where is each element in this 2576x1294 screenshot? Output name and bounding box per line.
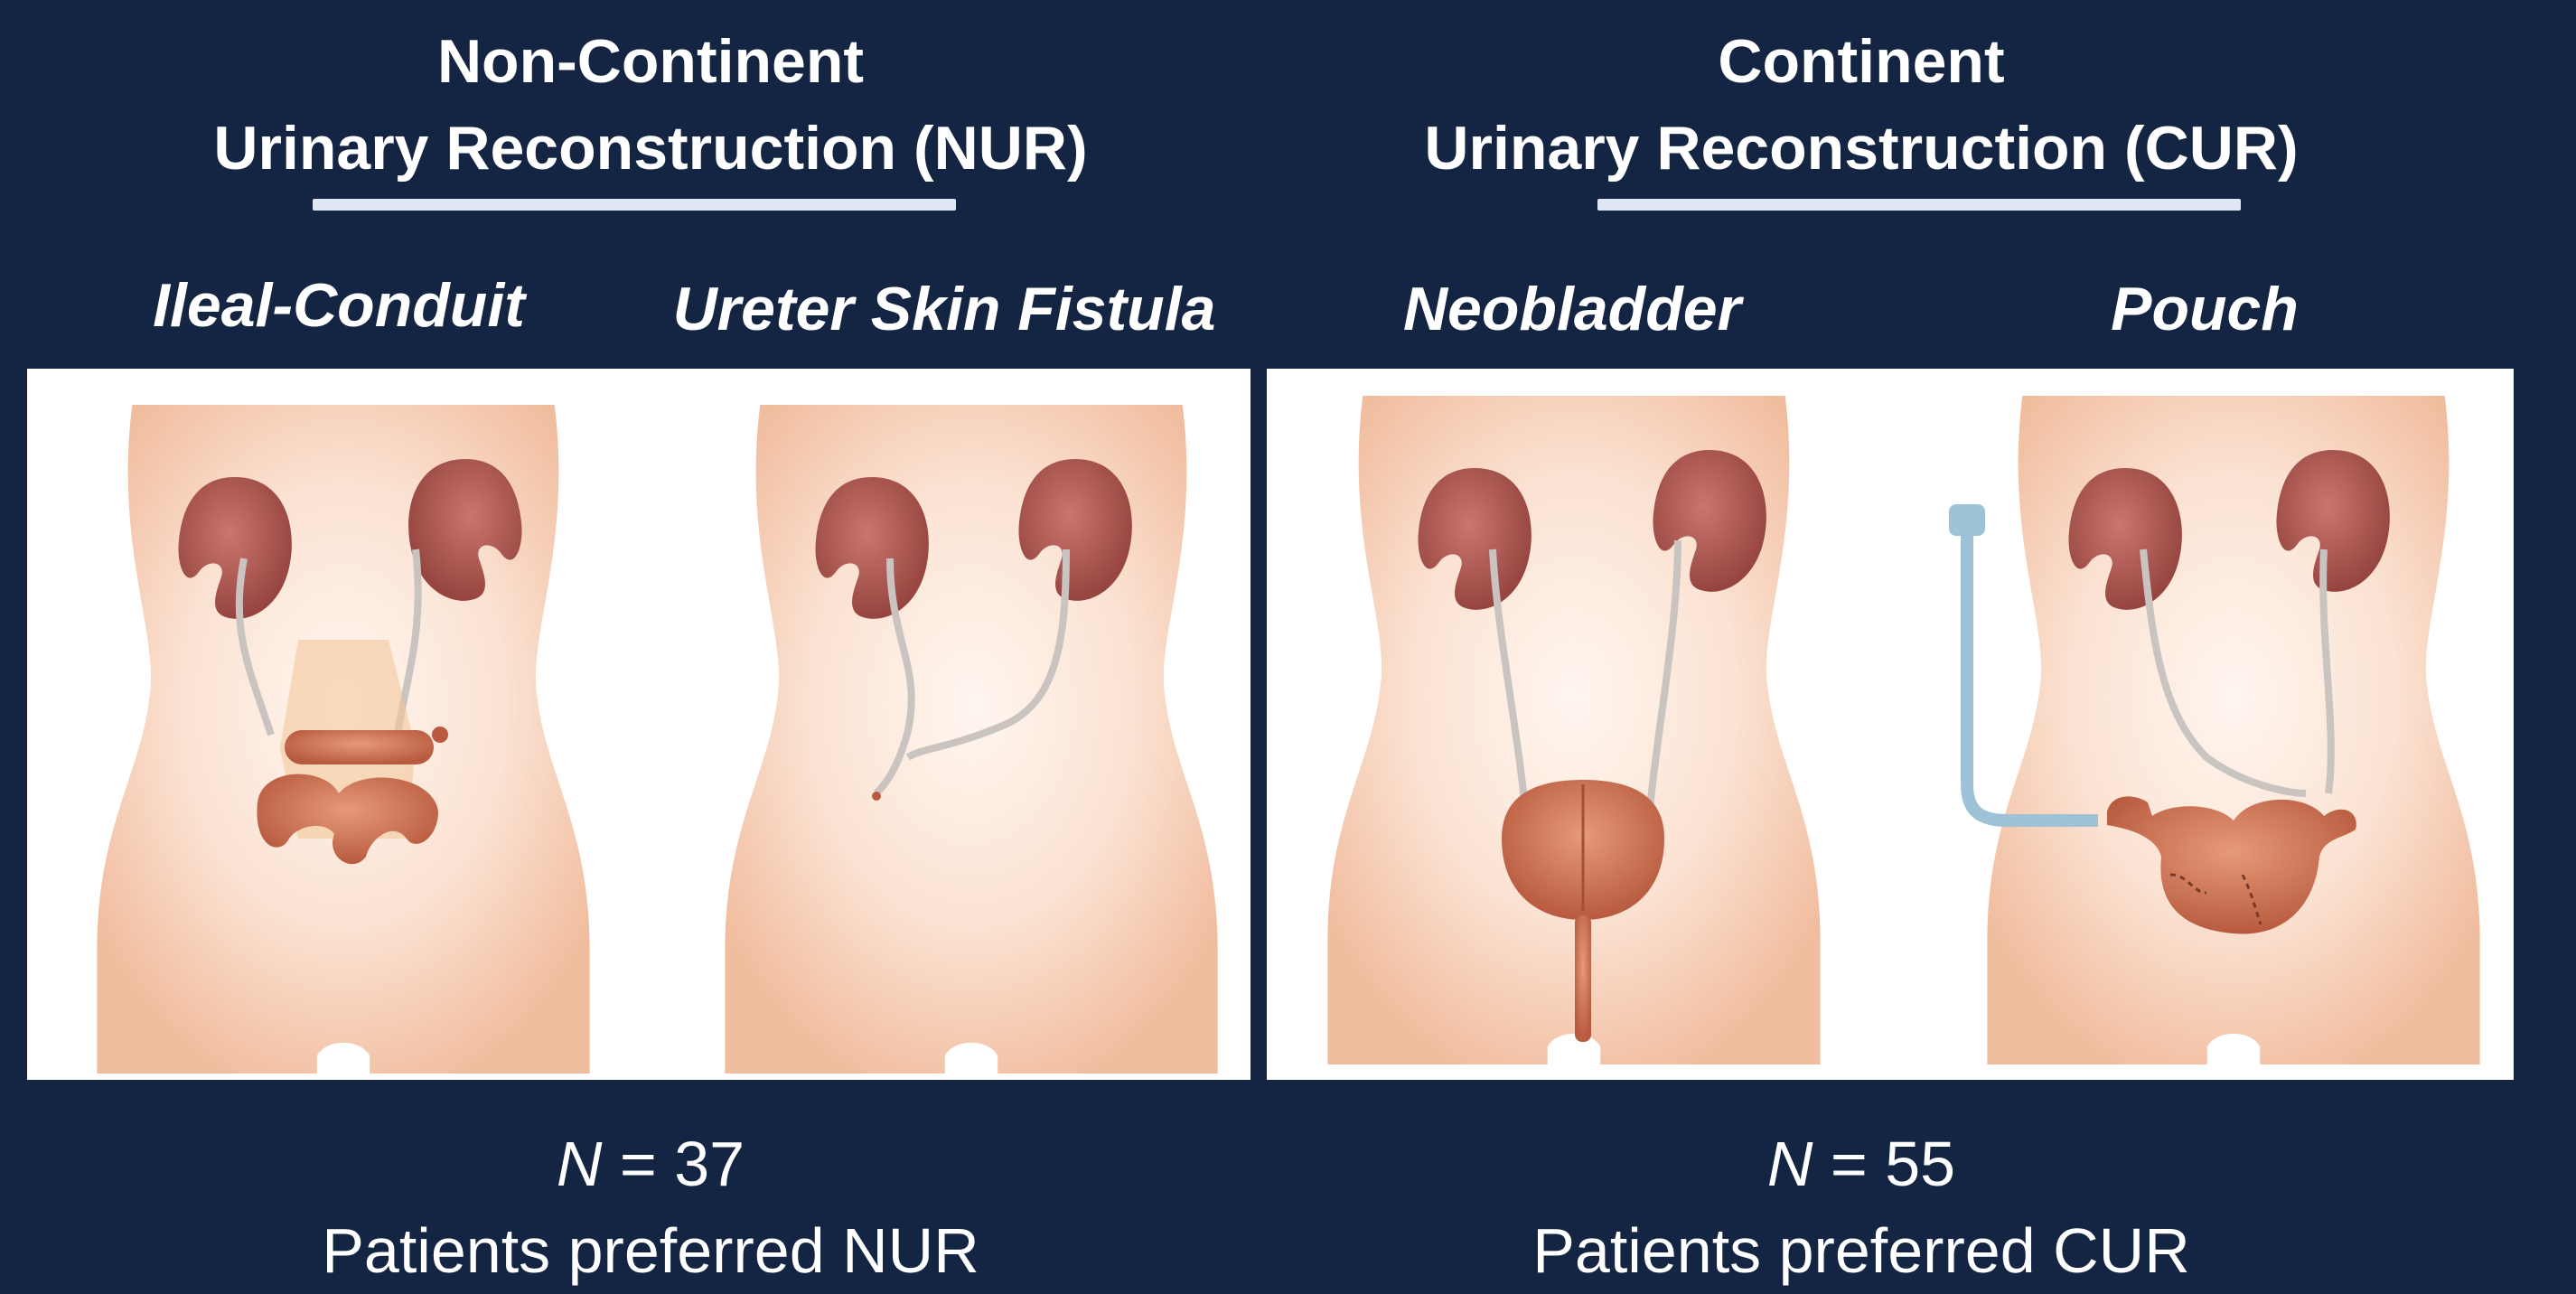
ileal-conduit-illustration: [97, 405, 589, 1074]
nur-n-label: N: [557, 1129, 603, 1199]
right-group-title: Continent Urinary Reconstruction (CUR): [1301, 18, 2421, 192]
right-title-underline: [1597, 199, 2241, 211]
procedure-label-neobladder: Neobladder: [1346, 273, 1798, 345]
nur-result: N = 37 Patients preferred NUR: [90, 1121, 1211, 1294]
left-group-title: Non-Continent Urinary Reconstruction (NU…: [90, 18, 1211, 192]
cur-illustration: [1267, 369, 2514, 1080]
nur-illustration-panel: [27, 369, 1251, 1080]
procedure-label-pouch: Pouch: [2024, 273, 2385, 345]
left-title-line2: Urinary Reconstruction (NUR): [90, 105, 1211, 192]
cur-count: N = 55: [1301, 1121, 2421, 1207]
cur-caption: Patients preferred CUR: [1301, 1207, 2421, 1294]
left-title-underline: [313, 199, 956, 211]
procedure-label-ureter-skin-fistula: Ureter Skin Fistula: [651, 273, 1238, 345]
right-title-line2: Urinary Reconstruction (CUR): [1301, 105, 2421, 192]
nur-count: N = 37: [90, 1121, 1211, 1207]
left-title-line1: Non-Continent: [90, 18, 1211, 105]
ureter-skin-fistula-illustration: [725, 405, 1217, 1074]
procedure-label-ileal-conduit: Ileal-Conduit: [99, 269, 578, 342]
neobladder-illustration: [1327, 396, 1820, 1064]
cur-n-value: = 55: [1831, 1129, 1955, 1199]
nur-n-value: = 37: [620, 1129, 745, 1199]
cur-n-label: N: [1767, 1129, 1813, 1199]
right-title-line1: Continent: [1301, 18, 2421, 105]
pouch-illustration: [1949, 396, 2480, 1064]
nur-caption: Patients preferred NUR: [90, 1207, 1211, 1294]
cur-result: N = 55 Patients preferred CUR: [1301, 1121, 2421, 1294]
cur-illustration-panel: [1267, 369, 2514, 1080]
nur-illustration: [27, 369, 1251, 1080]
